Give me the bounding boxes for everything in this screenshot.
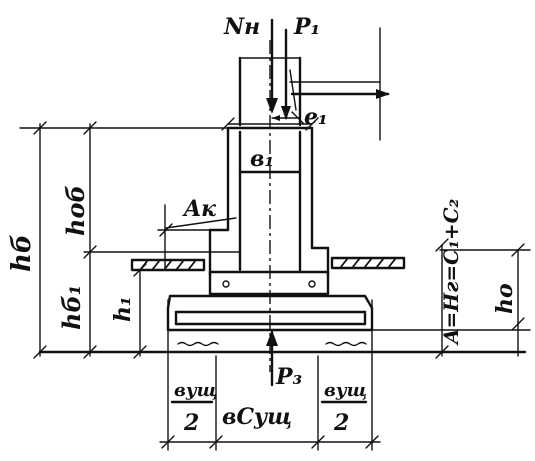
label-e1: e₁ xyxy=(304,104,328,130)
column-base xyxy=(208,270,330,296)
label-nh: Nн xyxy=(223,14,260,40)
label-hob: hоб xyxy=(61,185,90,236)
label-h0: hо xyxy=(492,283,518,314)
dim-bottom xyxy=(159,299,381,451)
dim-h1 xyxy=(133,263,147,359)
label-a-formula: A=Hг=C₁+C₂ xyxy=(439,198,463,346)
dim-hb xyxy=(19,121,237,359)
base-line xyxy=(38,341,527,354)
load-nh-arrow xyxy=(266,18,278,114)
dim-a xyxy=(371,238,531,359)
dim-ak xyxy=(157,204,237,271)
label-b-sush-half-right-num: вущ xyxy=(324,380,367,401)
label-p3: P₃ xyxy=(275,364,303,390)
label-b1: в₁ xyxy=(250,146,274,172)
label-p1: P₁ xyxy=(293,14,320,40)
label-b-sush-half-left-num: вущ xyxy=(174,380,217,401)
floor-slab-left xyxy=(130,258,206,272)
floor-slab-right xyxy=(330,256,406,270)
label-b-sush-half-right-den: 2 xyxy=(333,410,349,436)
load-p1-arrow xyxy=(281,28,291,120)
label-hb: hб xyxy=(7,234,37,272)
label-hb1: hб₁ xyxy=(57,285,86,330)
label-b-sush-half-left-den: 2 xyxy=(183,410,199,436)
load-p3-arrow xyxy=(266,330,278,387)
dim-e1 xyxy=(271,111,305,125)
label-b-sush: вСущ xyxy=(222,404,292,430)
dim-hob xyxy=(83,121,241,359)
label-ak: Aк xyxy=(182,196,216,222)
dim-top-right xyxy=(289,27,390,141)
dim-h0 xyxy=(439,243,531,357)
label-h1: h₁ xyxy=(110,296,136,322)
